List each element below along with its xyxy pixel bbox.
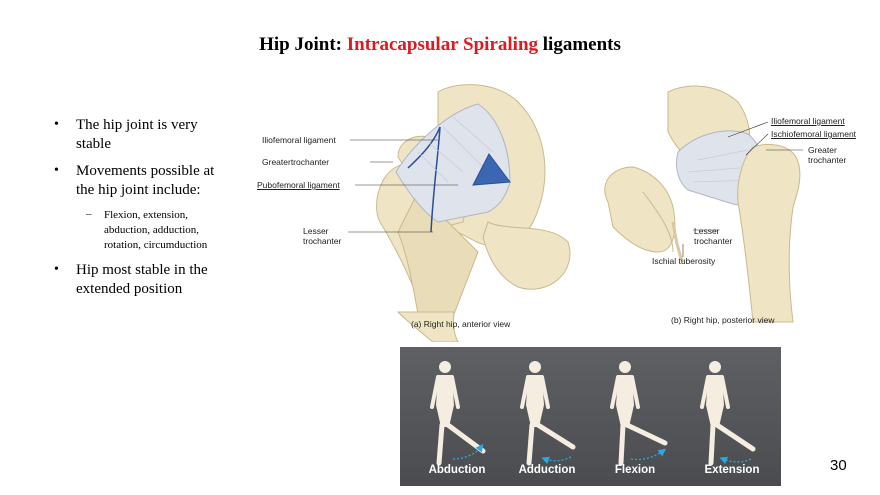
bullet-movements-text: Movements possible at the hip joint incl…: [76, 163, 215, 198]
page-number: 30: [830, 457, 847, 474]
movement-label-flexion: Flexion: [614, 464, 656, 476]
figure-adduction: [520, 359, 576, 466]
slide-title: Hip Joint: Intracapsular Spiraling ligam…: [0, 34, 880, 56]
label-anterior-pubofemoral: Pubofemoral ligament: [257, 180, 340, 190]
label-posterior-greater-trochanter: Greater trochanter: [808, 145, 847, 165]
bullet-movements: Movements possible at the hip joint incl…: [54, 161, 234, 253]
movement-label-adduction: Adduction: [518, 464, 576, 476]
movement-label-extension: Extension: [704, 464, 760, 476]
caption-posterior-view: (b) Right hip, posterior view: [671, 315, 775, 325]
hip-illustration: [348, 84, 803, 342]
movement-figures: [430, 359, 756, 466]
label-posterior-ischial-tuberosity: Ischial tuberosity: [652, 256, 716, 266]
label-posterior-lesser-trochanter: Lesser trochanter: [694, 226, 733, 246]
movement-photo-panel: Abduction Adduction Flexion Extension: [400, 347, 781, 486]
bullet-list: The hip joint is very stable Movements p…: [54, 115, 234, 307]
label-posterior-ischiofemoral: Ischiofemoral ligament: [771, 129, 857, 139]
title-accent: Intracapsular Spiraling: [346, 34, 539, 55]
sub-bullet-movement-types: Flexion, extension, abduction, adduction…: [86, 207, 234, 253]
figure-abduction: [430, 359, 486, 466]
title-prefix: Hip Joint:: [259, 34, 347, 55]
label-anterior-lesser-trochanter: Lesser trochanter: [303, 226, 342, 246]
sub-bullet-list: Flexion, extension, abduction, adduction…: [86, 207, 234, 253]
label-anterior-iliofemoral: Iliofemoral ligament: [262, 135, 336, 145]
anterior-hip-drawing: [376, 84, 571, 342]
bullet-stability: The hip joint is very stable: [54, 115, 234, 154]
movement-label-abduction: Abduction: [428, 464, 486, 476]
posterior-hip-drawing: [604, 85, 801, 323]
caption-anterior-view: (a) Right hip, anterior view: [411, 319, 511, 329]
figure-extension: [700, 359, 756, 466]
title-suffix: ligaments: [538, 34, 621, 55]
label-anterior-greater-trochanter: Greatertrochanter: [262, 157, 330, 167]
label-posterior-iliofemoral: Iliofemoral ligament: [771, 116, 845, 126]
hip-anatomy-figure: Iliofemoral ligament Greatertrochanter P…: [248, 72, 880, 342]
figure-flexion: [610, 359, 668, 466]
bullet-extended-position: Hip most stable in the extended position: [54, 260, 234, 299]
